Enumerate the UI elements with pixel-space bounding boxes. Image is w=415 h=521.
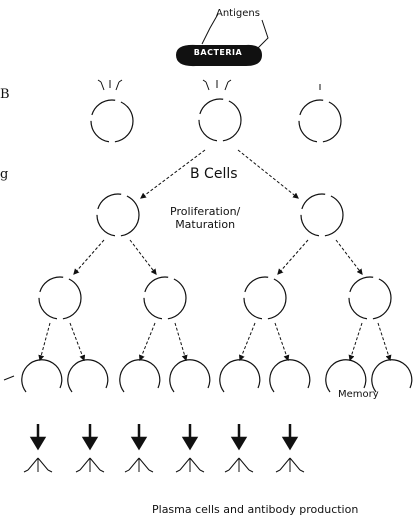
b-cell-circle (90, 99, 134, 143)
bacteria-label: BACTERIA (193, 48, 243, 57)
b-cell-arcs-gen3 (21, 359, 413, 393)
bacteria-shape (176, 44, 262, 67)
b-cell-circle (143, 276, 187, 320)
lineage-arrow (3, 375, 15, 381)
b-cell-circle (298, 99, 342, 143)
lineage-arrow (335, 239, 363, 275)
antigen-receptor-icon (97, 79, 321, 91)
antibody-icon (23, 457, 305, 473)
b-cell-circle (38, 276, 82, 320)
b-cells-label: B Cells (190, 166, 238, 182)
lineage-arrow (73, 239, 105, 275)
antigen-pointer-line (255, 19, 269, 51)
b-cell-circle (243, 276, 287, 320)
lineage-arrow (129, 239, 157, 275)
edge-text-fragment: g (0, 167, 9, 182)
b-cell-circle (198, 98, 242, 142)
plasma-arrows (29, 424, 299, 451)
plasma-cells-label: Plasma cells and antibody production (152, 503, 359, 516)
antigens-label: Antigens (216, 8, 260, 19)
b-cell-circle (348, 276, 392, 320)
memory-label: Memory (338, 389, 379, 400)
edge-text-fragment: B (0, 87, 10, 102)
maturation-label: Maturation (175, 218, 236, 231)
b-cell-circle (300, 193, 344, 237)
lineage-arrows-gen3 (38, 322, 392, 362)
proliferation-label: Proliferation/ (170, 205, 241, 218)
lineage-arrow (277, 239, 309, 275)
lineage-arrow (237, 149, 299, 199)
proliferation-maturation-label: Proliferation/ Maturation (170, 205, 240, 231)
b-cell-circle (96, 193, 140, 237)
antigen-pointer-line (201, 13, 219, 45)
lineage-arrow (140, 149, 206, 199)
